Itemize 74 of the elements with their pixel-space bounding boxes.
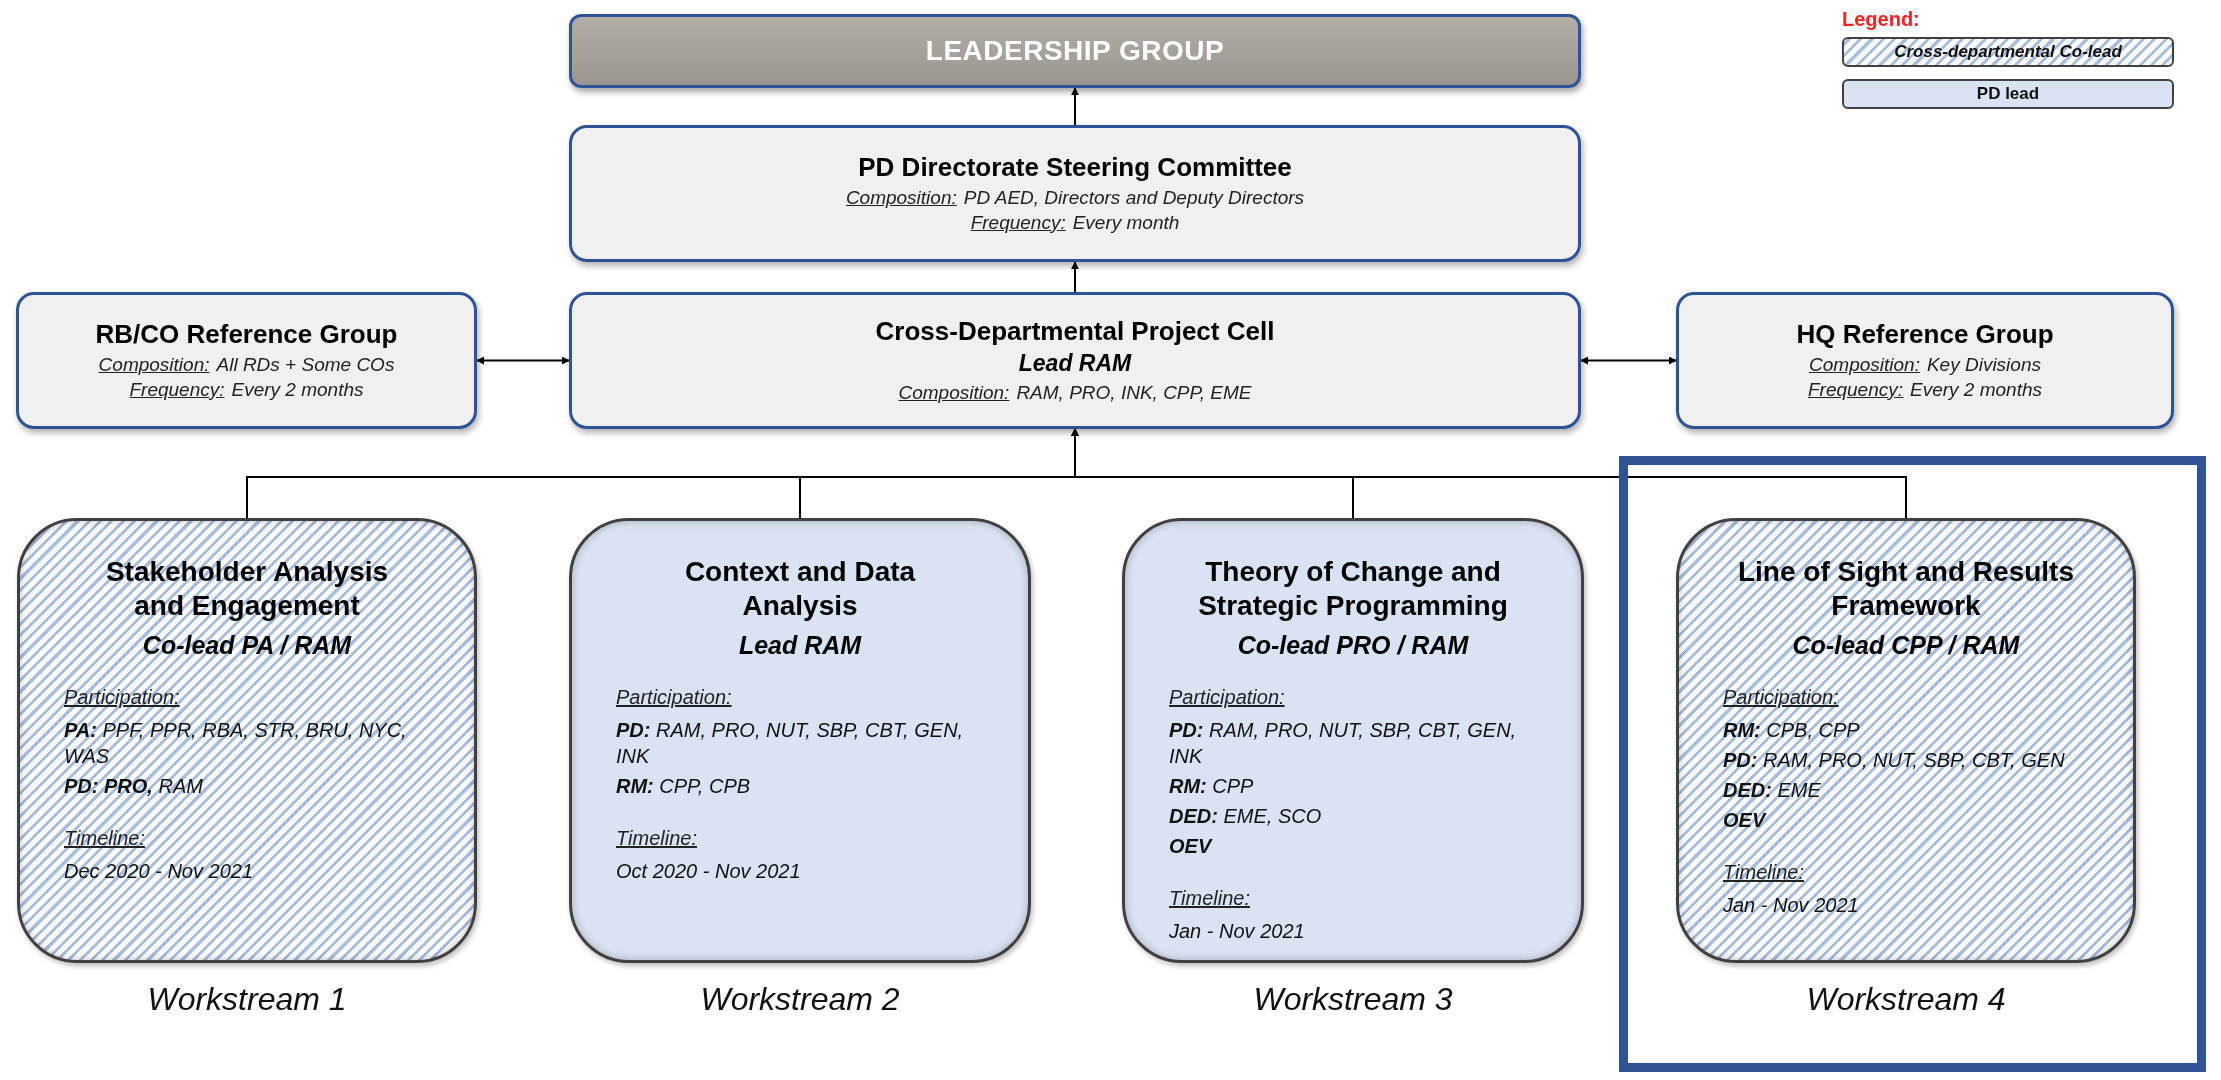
detail-line: PD: PRO, RAM xyxy=(64,774,204,800)
workstream-card xyxy=(17,518,477,963)
section-heading: Participation: xyxy=(616,686,733,710)
workstream-caption: Workstream 2 xyxy=(700,981,900,1018)
detail-line: PD: RAM, PRO, NUT, SBP, CBT, GEN xyxy=(1723,748,2066,774)
section-heading: Timeline: xyxy=(64,827,146,851)
field-label: Composition: xyxy=(845,185,957,210)
card-title: Stakeholder Analysis and Engagement xyxy=(104,555,390,624)
detail-line: PA: PPF, PPR, RBA, STR, BRU, NYC, WAS xyxy=(64,718,408,770)
field-value: Every month xyxy=(1072,210,1180,235)
detail-line: PD: RAM, PRO, NUT, SBP, CBT, GEN, INK xyxy=(616,718,965,770)
group-box xyxy=(1676,292,2174,429)
legend-title: Legend: xyxy=(1842,8,1920,31)
field-label: Composition: xyxy=(898,380,1010,405)
field-label: Composition: xyxy=(1809,352,1920,377)
section-heading: Participation: xyxy=(1169,686,1286,710)
lead-label: Co-lead PRO / RAM xyxy=(1236,631,1470,661)
field-value: Every 2 months xyxy=(231,377,364,402)
box-title: PD Directorate Steering Committee xyxy=(858,151,1292,183)
detail-line: Jan - Nov 2021 xyxy=(1723,893,1860,919)
section-heading: Timeline: xyxy=(1169,887,1251,911)
detail-line: RM: CPP xyxy=(1169,774,1255,800)
lead-label: Lead RAM xyxy=(737,631,863,661)
section-heading: Timeline: xyxy=(616,827,698,851)
detail-line: RM: CPB, CPP xyxy=(1723,718,1861,744)
participant-line: OEV xyxy=(1169,834,1214,860)
workstream-card xyxy=(569,518,1031,963)
field-label: Frequency: xyxy=(129,377,225,402)
field-value: Every 2 months xyxy=(1910,377,2042,402)
field-label: Composition: xyxy=(98,352,210,377)
group-box xyxy=(569,125,1581,262)
group-box xyxy=(16,292,477,429)
field-value: Key Divisions xyxy=(1926,352,2041,377)
detail-line: DED: EME xyxy=(1723,778,1822,804)
workstream-card xyxy=(1122,518,1584,963)
connector-arrow xyxy=(1580,356,1677,365)
highlight-frame xyxy=(1619,456,2206,1072)
box-title: LEADERSHIP GROUP xyxy=(925,35,1225,67)
box-title: Cross-Departmental Project Cell xyxy=(875,315,1275,347)
detail-line: Jan - Nov 2021 xyxy=(1169,919,1306,945)
connector-arrow xyxy=(1071,261,1079,293)
detail-line: RM: CPP, CPB xyxy=(616,774,752,800)
field-value: PD AED, Directors and Deputy Directors xyxy=(963,185,1305,210)
legend-text: Cross-departmental Co-lead xyxy=(1894,42,2122,62)
workstream-caption: Workstream 4 xyxy=(1806,981,2006,1018)
section-heading: Participation: xyxy=(1723,686,1840,710)
detail-line: Oct 2020 - Nov 2021 xyxy=(616,859,802,885)
connector-arrow xyxy=(476,356,570,365)
box-title: RB/CO Reference Group xyxy=(95,318,398,350)
connector-arrow xyxy=(1071,87,1079,126)
lead-label: Co-lead CPP / RAM xyxy=(1791,631,2021,661)
connector-arrow xyxy=(1071,428,1907,519)
detail-line: PD: RAM, PRO, NUT, SBP, CBT, GEN, INK xyxy=(1169,718,1518,770)
detail-line: DED: EME, SCO xyxy=(1169,804,1323,830)
detail-line: Dec 2020 - Nov 2021 xyxy=(64,859,254,885)
section-heading: Participation: xyxy=(64,686,181,710)
group-box xyxy=(569,292,1581,429)
section-heading: Timeline: xyxy=(1723,861,1805,885)
card-title: Theory of Change and Strategic Programming xyxy=(1197,555,1509,624)
card-title: Line of Sight and Results Framework xyxy=(1737,555,2075,624)
field-value: All RDs + Some COs xyxy=(216,352,395,377)
box-title: HQ Reference Group xyxy=(1796,318,2054,350)
workstream-caption: Workstream 1 xyxy=(147,981,347,1018)
field-label: Frequency: xyxy=(970,210,1066,235)
field-label: Frequency: xyxy=(1807,377,1903,402)
participant-line: OEV xyxy=(1723,808,1768,834)
legend-text: PD lead xyxy=(1976,84,2040,104)
lead-label: Lead RAM xyxy=(1018,349,1132,377)
lead-label: Co-lead PA / RAM xyxy=(141,631,353,661)
workstream-caption: Workstream 3 xyxy=(1253,981,1453,1018)
field-value: RAM, PRO, INK, CPP, EME xyxy=(1016,380,1252,405)
workstream-card xyxy=(1676,518,2136,963)
leadership-box xyxy=(569,14,1581,88)
card-title: Context and Data Analysis xyxy=(683,555,917,624)
